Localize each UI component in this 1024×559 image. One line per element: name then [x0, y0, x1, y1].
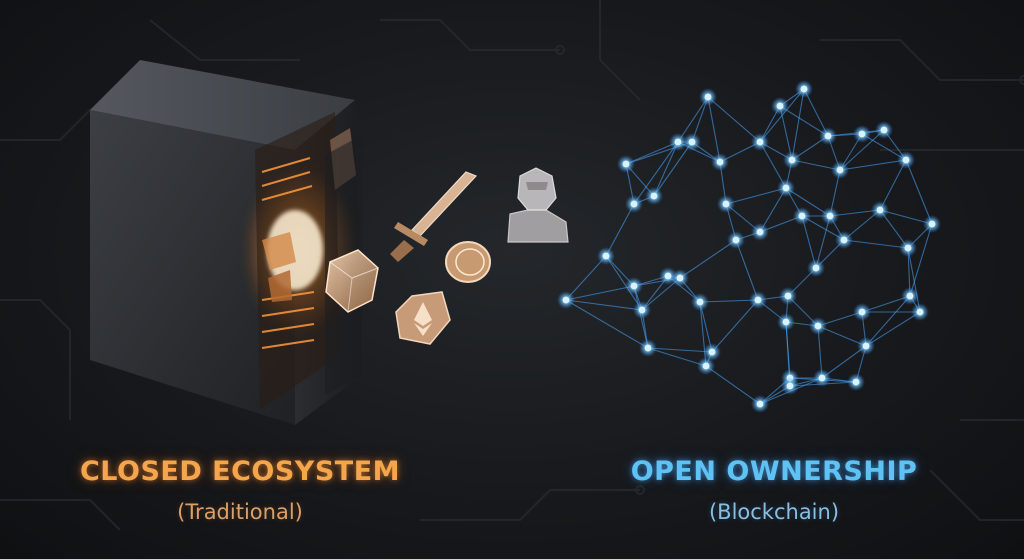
network-node	[674, 138, 682, 146]
ethereum-icon	[395, 291, 451, 345]
network-node	[696, 298, 704, 306]
network-node	[704, 93, 712, 101]
network-link	[791, 88, 805, 161]
network-node	[788, 156, 796, 164]
network-link	[865, 295, 911, 347]
open-ownership-caption: OPEN OWNERSHIP (Blockchain)	[594, 456, 954, 526]
network-node	[562, 296, 570, 304]
network-link	[879, 159, 907, 211]
network-link	[647, 347, 713, 353]
network-node	[836, 166, 844, 174]
sword-icon	[390, 171, 478, 262]
network-node	[722, 200, 730, 208]
network-node	[630, 200, 638, 208]
avatar-bust-icon	[507, 167, 569, 243]
network-link	[565, 299, 643, 311]
network-node	[756, 138, 764, 146]
network-link	[839, 129, 885, 171]
closed-ecosystem-caption: CLOSED ECOSYSTEM (Traditional)	[60, 456, 420, 526]
network-link	[605, 255, 643, 311]
network-link	[821, 345, 867, 379]
network-link	[653, 141, 693, 197]
network-link	[843, 239, 909, 249]
network-link	[779, 105, 829, 137]
network-node	[852, 378, 860, 386]
network-node	[786, 382, 794, 390]
network-node	[814, 322, 822, 330]
network-node	[754, 296, 762, 304]
network-node	[916, 308, 924, 316]
network-node	[784, 292, 792, 300]
coin-icon	[445, 241, 491, 283]
network-link	[647, 347, 707, 367]
network-link	[699, 299, 759, 303]
network-node	[818, 374, 826, 382]
network-node	[826, 212, 834, 220]
network-node	[756, 400, 764, 408]
network-node	[650, 192, 658, 200]
network-node	[798, 212, 806, 220]
network-link	[565, 285, 635, 301]
network-link	[735, 239, 759, 301]
server-cabinet-icon	[90, 60, 362, 425]
network-node	[876, 206, 884, 214]
network-node	[858, 130, 866, 138]
network-node	[664, 272, 672, 280]
network-link	[907, 247, 921, 313]
network-node	[776, 102, 784, 110]
network-node	[702, 362, 710, 370]
network-node	[782, 184, 790, 192]
network-link	[865, 311, 921, 347]
network-node	[708, 348, 716, 356]
network-link	[725, 187, 787, 205]
closed-ecosystem-title: CLOSED ECOSYSTEM	[79, 456, 401, 487]
network-link	[653, 141, 679, 197]
network-link	[707, 96, 761, 143]
network-node	[800, 85, 808, 93]
network-link	[705, 365, 761, 405]
open-ownership-title: OPEN OWNERSHIP	[630, 456, 918, 487]
open-ownership-subtitle: (Blockchain)	[708, 500, 840, 524]
network-node	[824, 132, 832, 140]
network-node	[602, 252, 610, 260]
network-link	[679, 239, 737, 279]
network-link	[677, 96, 709, 143]
network-link	[909, 223, 933, 297]
network-node	[644, 344, 652, 352]
closed-ecosystem-subtitle: (Traditional)	[177, 500, 303, 524]
network-link	[605, 203, 635, 257]
network-node	[906, 292, 914, 300]
network-node	[782, 318, 790, 326]
network-node	[812, 264, 820, 272]
network-node	[622, 160, 630, 168]
network-link	[839, 159, 907, 171]
network-node	[756, 228, 764, 236]
network-node	[732, 236, 740, 244]
network-link	[625, 141, 679, 165]
network-node	[902, 156, 910, 164]
network-node	[862, 342, 870, 350]
network-node	[638, 306, 646, 314]
network-node	[880, 126, 888, 134]
network-link	[905, 159, 933, 225]
network-node	[858, 308, 866, 316]
network-sphere-icon	[557, 80, 941, 413]
network-node	[676, 274, 684, 282]
network-link	[707, 96, 721, 163]
network-node	[904, 244, 912, 252]
shield-icon	[325, 249, 379, 313]
network-node	[840, 236, 848, 244]
network-node	[928, 220, 936, 228]
network-link	[633, 141, 679, 205]
network-node	[688, 138, 696, 146]
network-link	[711, 299, 759, 353]
network-node	[630, 282, 638, 290]
network-node	[716, 158, 724, 166]
network-link	[759, 88, 805, 143]
network-link	[565, 299, 649, 349]
network-link	[565, 255, 607, 301]
